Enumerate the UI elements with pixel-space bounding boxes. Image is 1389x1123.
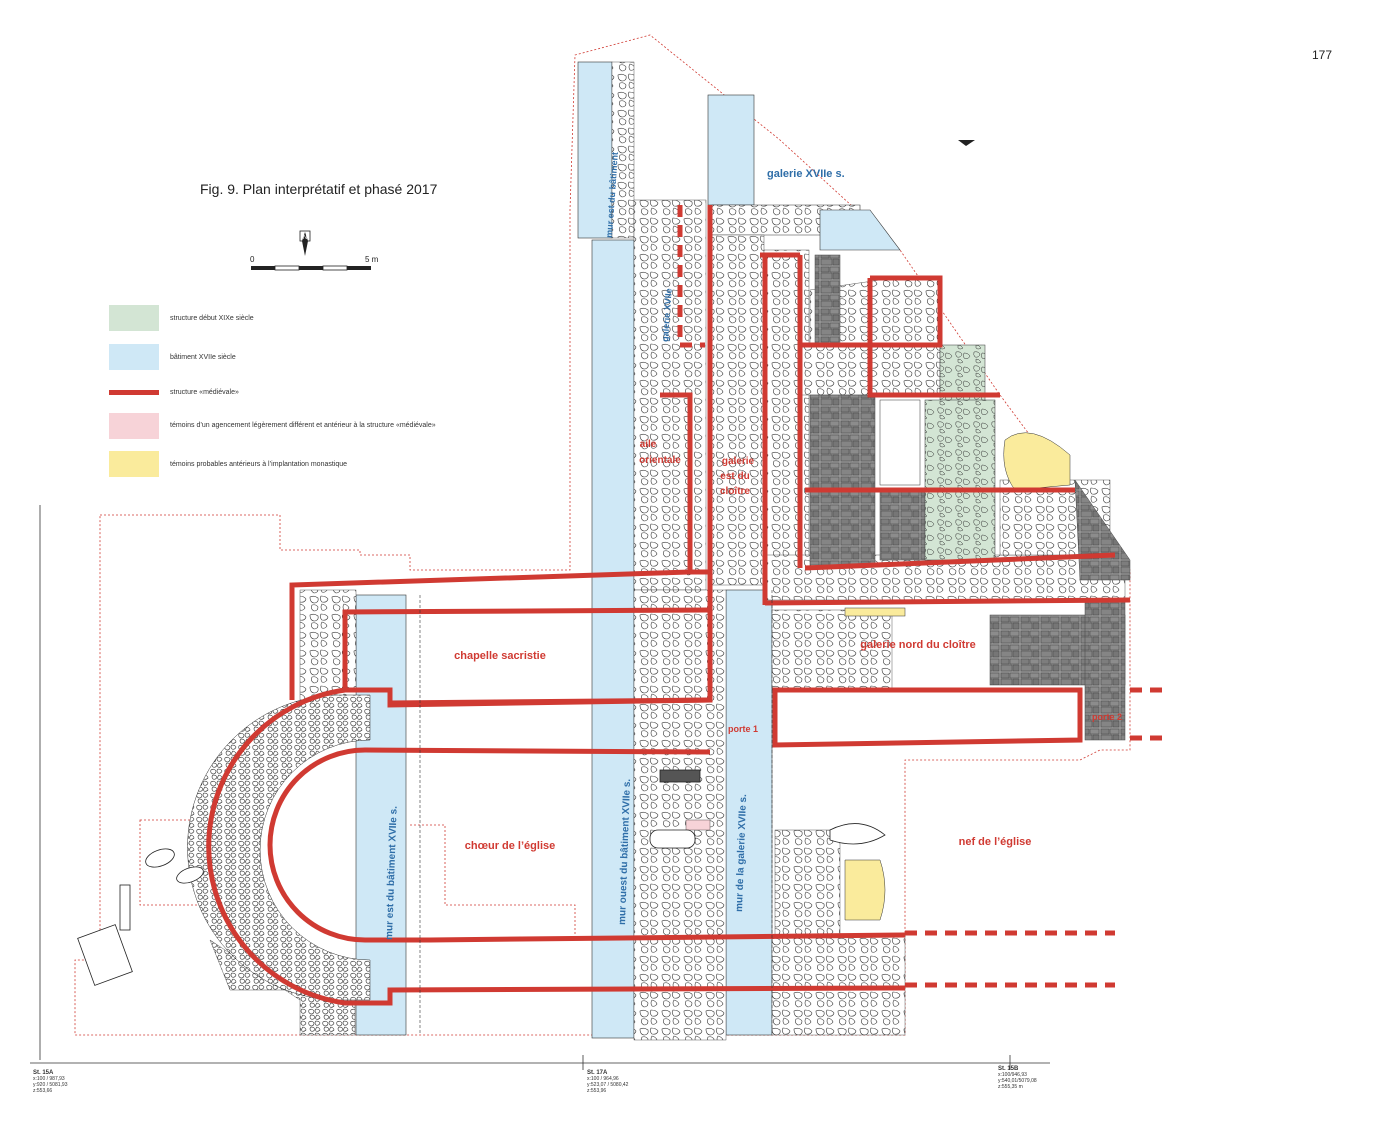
scale-start-label: 0 — [250, 255, 255, 264]
medieval-structure — [206, 205, 1131, 1006]
apse-rubble — [187, 694, 371, 1001]
plan-features — [77, 769, 886, 986]
legend-label-anterior: témoins d’un agencement légèrement diffé… — [170, 422, 436, 429]
station-name: St. 15B — [998, 1066, 1019, 1072]
label-mur-galerie: mur de la galerie XVIIe s. — [734, 794, 749, 912]
medieval-projected — [677, 205, 1165, 988]
label-mur-est-batiment: mur est du bâtiment XVIIe s. — [384, 806, 400, 940]
label-chapelle-sacristie: chapelle sacristie — [454, 650, 546, 662]
station-line: y:523,07 / 5080,42 — [587, 1082, 629, 1088]
label-galerie: galerie — [722, 456, 755, 467]
pre-monastic-areas — [844, 432, 1071, 921]
station-17a: St. 17A x:100 / 964,96 y:523,07 / 5080,4… — [587, 1070, 628, 1094]
north-arrow-icon: N — [299, 230, 311, 256]
station-line: y:540,01/5079,08 — [998, 1078, 1037, 1084]
wall-guides — [419, 590, 773, 1035]
label-porte-1: porte 1 — [728, 724, 758, 734]
station-line: z:555,35 m — [998, 1084, 1023, 1090]
svg-text:N: N — [303, 235, 307, 241]
station-15a: St. 15A x:100 / 987,93 y:920 / 5081,93 z… — [33, 1070, 67, 1094]
xvii-structures — [355, 61, 901, 1039]
station-line: z:553,66 — [33, 1088, 53, 1094]
label-vertical-blue-mid: galerie XVIIe — [660, 288, 674, 342]
label-nef: nef de l’église — [959, 836, 1032, 848]
legend-swatch-pre-monastic — [109, 451, 159, 477]
legend-swatch-anterior — [109, 413, 159, 439]
legend-label-xix: structure début XIXe siècle — [170, 315, 254, 322]
legend-line-medieval — [109, 390, 159, 395]
legend-swatch-xix — [109, 305, 159, 331]
label-aile: aile — [640, 439, 657, 450]
label-cloitre: cloître — [720, 486, 750, 497]
legend-label-xvii: bâtiment XVIIe siècle — [170, 354, 236, 361]
label-mur-ouest-batiment: mur ouest du bâtiment XVIIe s. — [617, 778, 633, 925]
label-galerie-xvii: galerie XVIIe s. — [767, 168, 845, 180]
station-line: y:920 / 5081,93 — [33, 1082, 68, 1088]
page-number: 177 — [1312, 48, 1333, 62]
scale-end-label: 5 m — [365, 255, 379, 264]
station-15b: St. 15B x:100/946,93 y:540,01/5079,08 z:… — [998, 1066, 1037, 1090]
station-name: St. 17A — [587, 1070, 608, 1076]
xix-structures — [924, 344, 996, 561]
legend-swatch-xvii — [109, 344, 159, 370]
legend-label-pre-monastic: témoins probables antérieurs à l’implant… — [170, 461, 348, 468]
scale-bar: N — [251, 230, 371, 271]
label-porte-2: porte 2 — [1092, 712, 1122, 722]
station-name: St. 15A — [33, 1070, 54, 1076]
label-orientale: orientale — [639, 455, 681, 466]
marker-icon — [958, 140, 975, 146]
station-line: x:100 / 964,96 — [587, 1076, 619, 1082]
label-est-du: est du — [720, 471, 749, 482]
station-line: x:100/946,93 — [998, 1072, 1027, 1078]
legend-label-medieval: structure «médiévale» — [170, 389, 239, 396]
map-labels: galerie XVIIe s. aile orientale galerie … — [384, 152, 1122, 940]
station-line: z:553,96 — [587, 1088, 607, 1094]
label-galerie-nord: galerie nord du cloître — [860, 639, 976, 651]
figure-title: Fig. 9. Plan interprétatif et phasé 2017 — [200, 181, 438, 197]
station-line: x:100 / 987,93 — [33, 1076, 65, 1082]
anterior-witness — [685, 819, 711, 831]
label-choeur: chœur de l’église — [465, 840, 555, 852]
